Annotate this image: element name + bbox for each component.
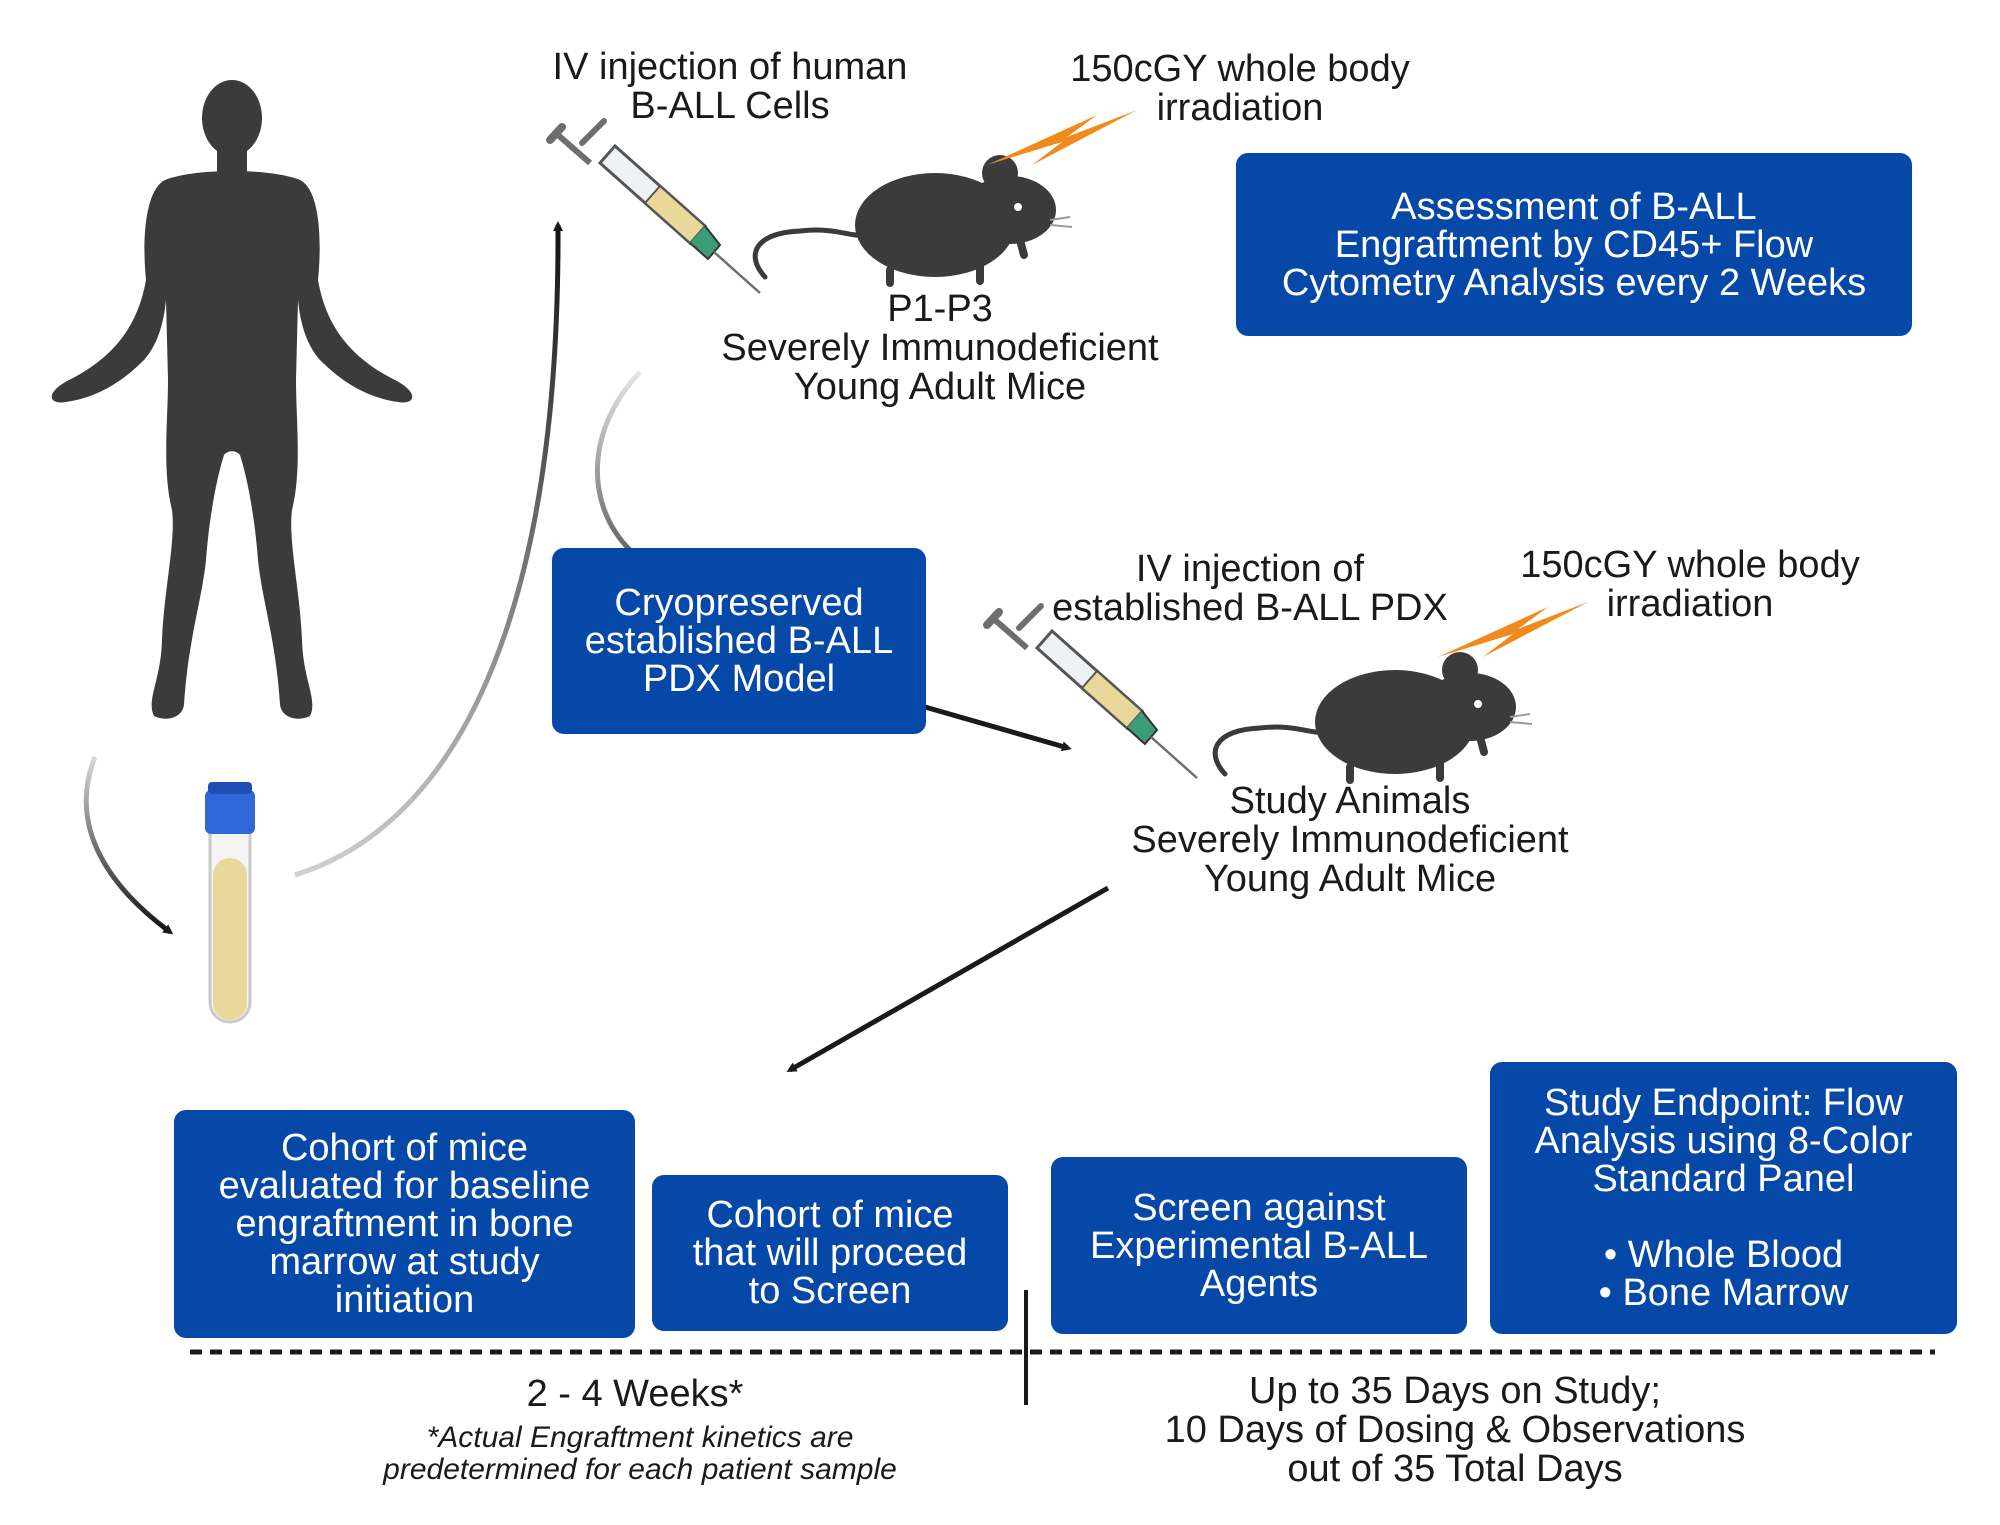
engraftment-footnote: *Actual Engraftment kinetics are predete… <box>383 1421 897 1486</box>
mouse-icon <box>755 155 1072 283</box>
irradiation-label-middle: 150cGY whole body irradiation <box>1520 544 1860 625</box>
arrow-cryo-to-injection <box>924 704 1072 752</box>
mouse-label-top: P1-P3 Severely Immunodeficient Young Adu… <box>721 288 1159 408</box>
human-figure-icon <box>51 80 413 719</box>
assessment-box: Assessment of B-ALL Engraftment by CD45+… <box>1236 153 1912 336</box>
arrow-mice-to-cryo <box>594 370 642 552</box>
arrow-tube-to-injection <box>294 221 564 878</box>
injection-label-middle: IV injection of established B-ALL PDX <box>1052 548 1448 629</box>
syringe-icon <box>987 606 1197 778</box>
blood-tube-icon <box>205 782 255 1024</box>
proceed-cohort-box: Cohort of mice that will proceed to Scre… <box>652 1175 1008 1331</box>
syringe-icon <box>550 121 760 293</box>
irradiation-label-top: 150cGY whole body irradiation <box>1070 48 1410 129</box>
endpoint-box: Study Endpoint: Flow Analysis using 8-Co… <box>1490 1062 1957 1334</box>
left-duration-label: 2 - 4 Weeks* <box>526 1373 744 1415</box>
injection-label-top: IV injection of human B-ALL Cells <box>552 46 908 127</box>
arrow-human-to-tube <box>83 756 174 935</box>
mouse-label-middle: Study Animals Severely Immunodeficient Y… <box>1131 780 1569 900</box>
right-duration-label: Up to 35 Days on Study; 10 Days of Dosin… <box>1164 1370 1746 1490</box>
cryopreserved-box: Cryopreserved established B-ALL PDX Mode… <box>552 548 926 734</box>
baseline-cohort-box: Cohort of mice evaluated for baseline en… <box>174 1110 635 1338</box>
mouse-icon <box>1215 652 1532 780</box>
screen-box: Screen against Experimental B-ALL Agents <box>1051 1157 1467 1334</box>
arrow-study-to-cohort <box>786 885 1110 1073</box>
